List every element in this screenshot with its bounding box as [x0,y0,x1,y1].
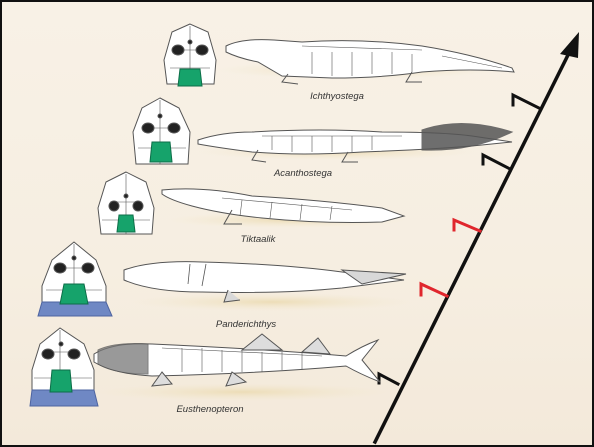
skeleton-ichthyostega [226,40,514,84]
skull-eusthenopteron [30,328,98,406]
cladogram [375,32,579,442]
label-tiktaalik: Tiktaalik [241,234,276,245]
label-eusthenopteron: Eusthenopteron [176,404,243,415]
branch-tiktaalik [454,220,480,231]
skull-ichthyostega [164,24,216,86]
skull-panderichthys [38,242,112,316]
skull-tiktaalik [98,172,154,234]
cladogram-main-branch [375,47,572,442]
skeleton-eusthenopteron [94,334,380,386]
label-ichthyostega: Ichthyostega [310,91,364,102]
label-panderichthys: Panderichthys [216,319,276,330]
branch-ichthyostega [513,95,541,109]
branch-panderichthys [421,284,447,296]
branch-eusthenopteron [379,374,398,384]
skull-acanthostega [133,98,190,164]
branch-acanthostega [483,155,510,169]
label-acanthostega: Acanthostega [274,168,332,179]
cladogram-arrow-icon [560,32,579,58]
